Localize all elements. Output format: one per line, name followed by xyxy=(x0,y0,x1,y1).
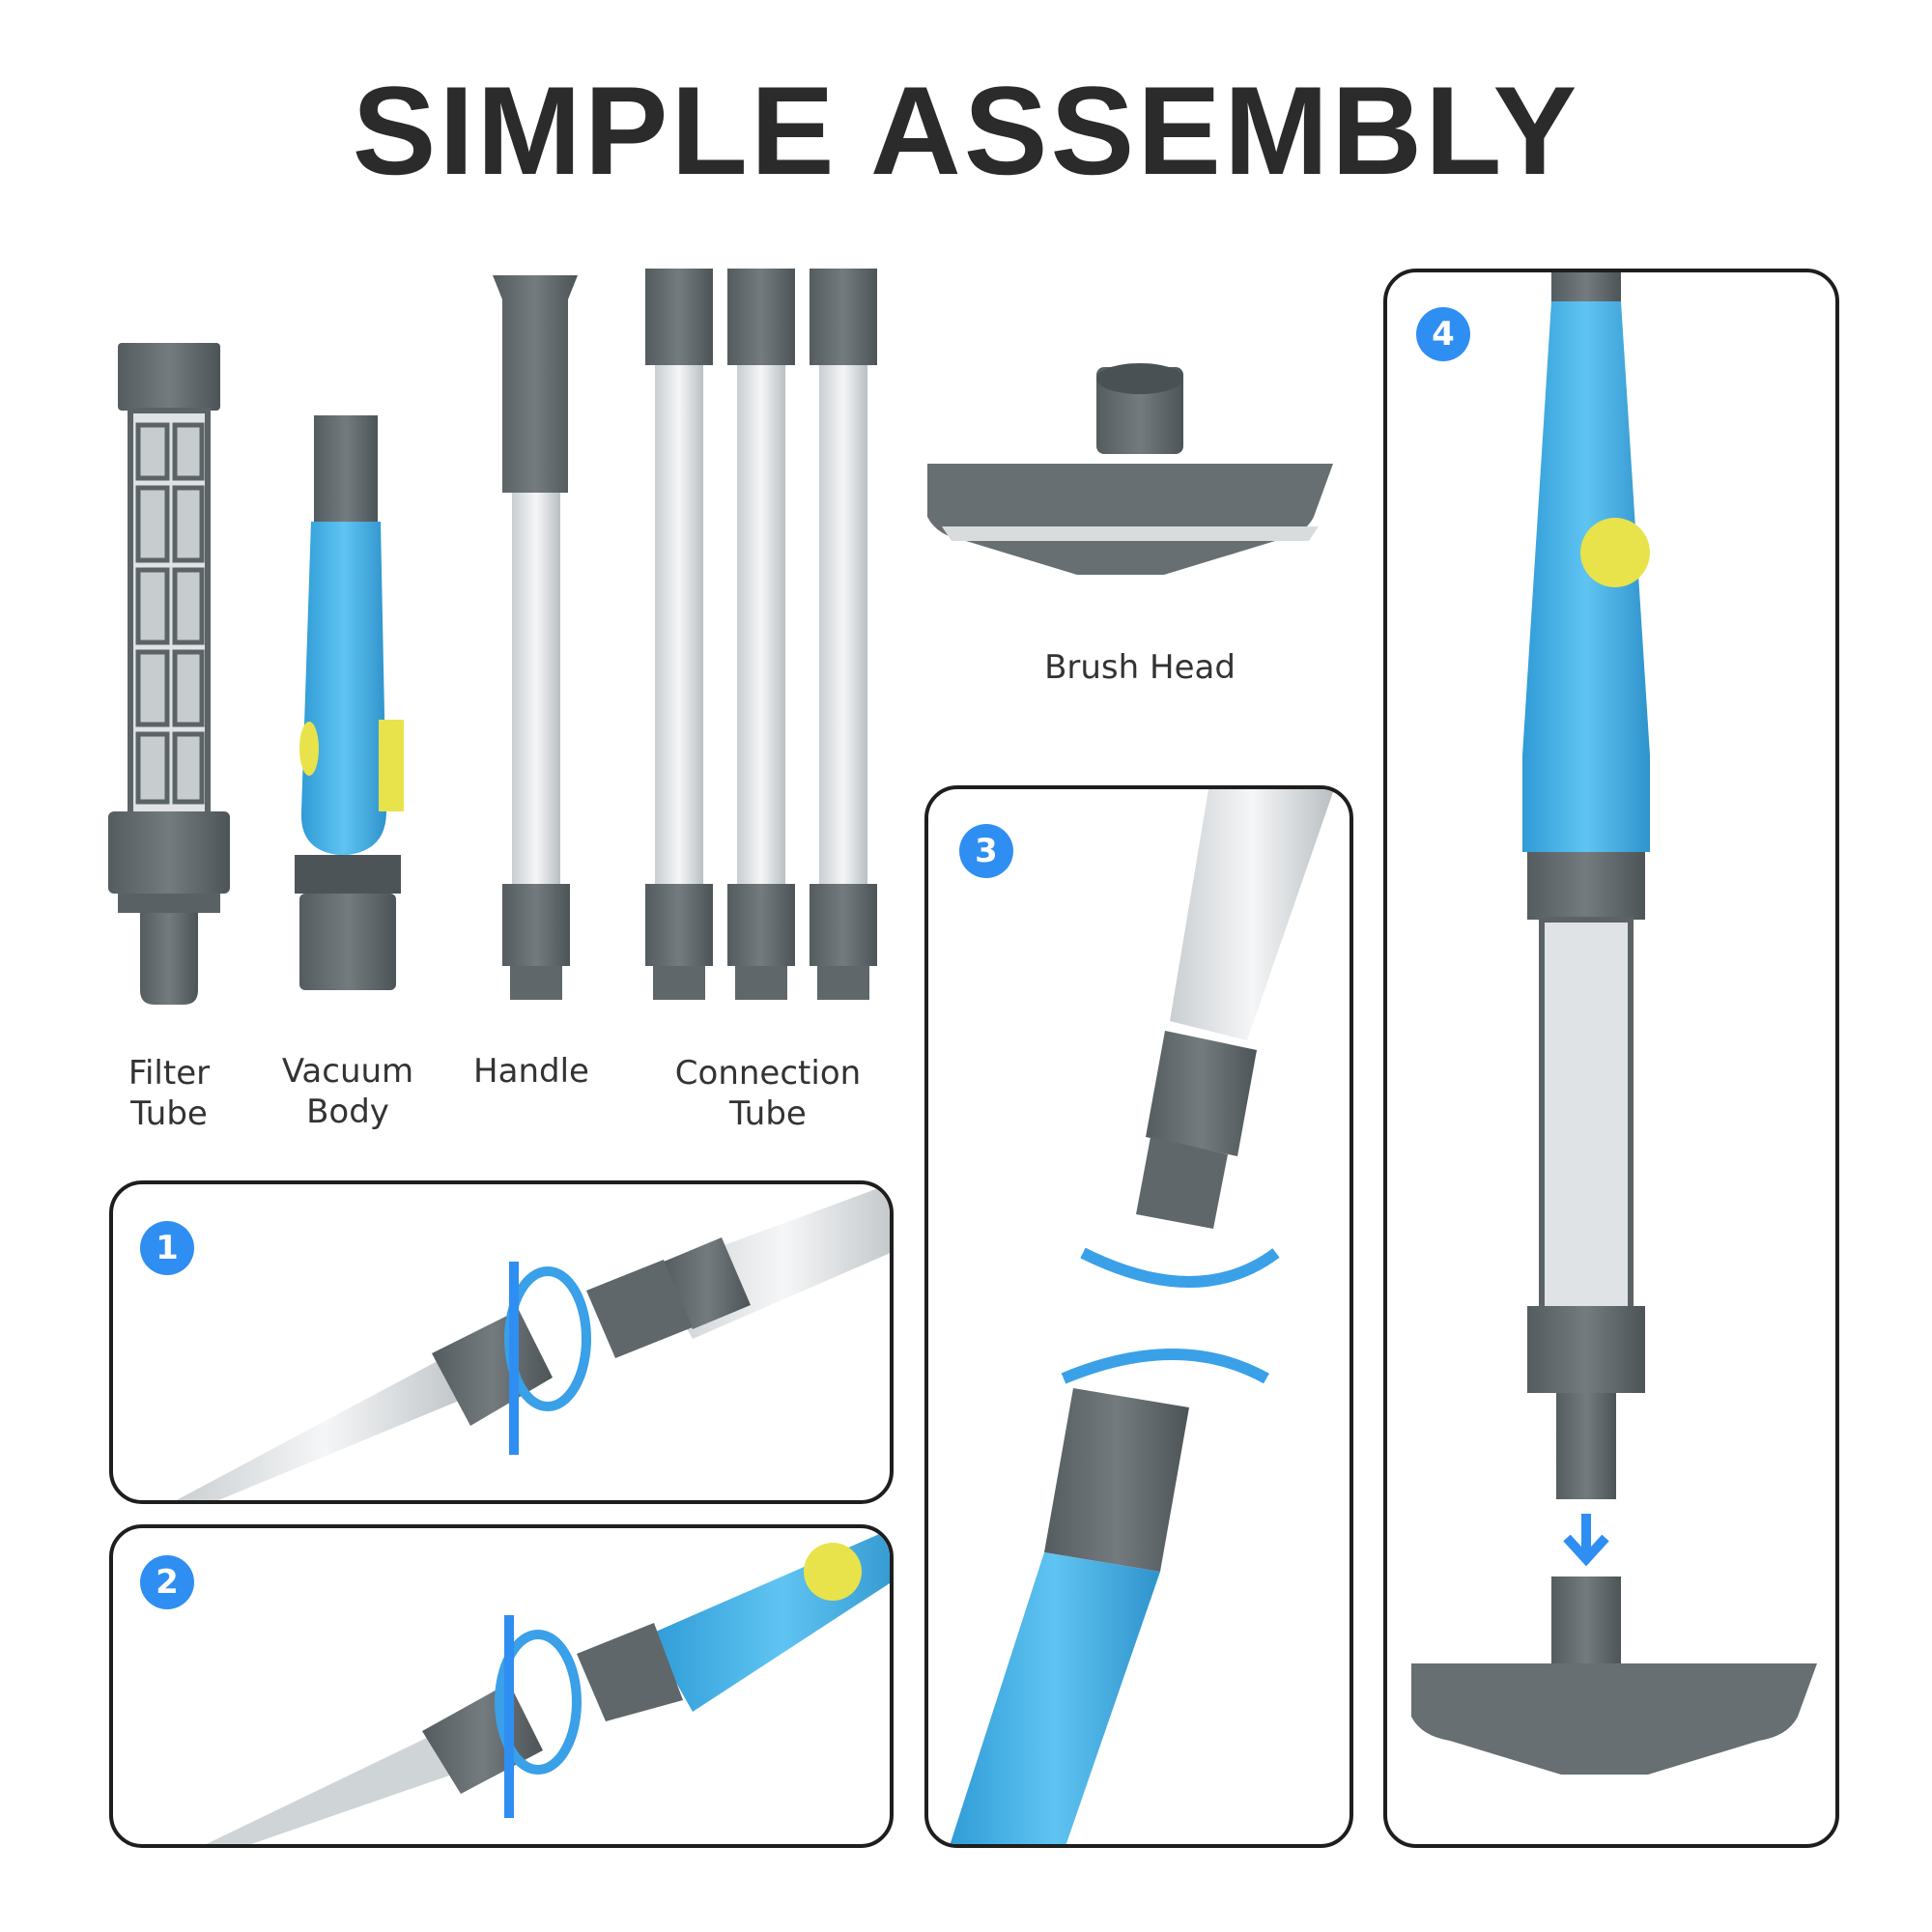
handle-illustration xyxy=(493,275,578,1000)
handle-label: Handle xyxy=(473,1052,589,1091)
step-4-panel: 4 xyxy=(1383,269,1839,1848)
step-3-illustration xyxy=(950,789,1334,1844)
page-title: SIMPLE ASSEMBLY xyxy=(352,60,1580,201)
step-1-illustration xyxy=(176,1184,890,1500)
filter-tube-label: Filter Tube xyxy=(128,1054,211,1133)
step-3-badge: 3 xyxy=(959,824,1013,878)
step-2-panel: 2 xyxy=(109,1524,894,1848)
step-1-badge: 1 xyxy=(140,1221,194,1275)
filter-tube-illustration xyxy=(108,343,230,1005)
connection-tube-label: Connection Tube xyxy=(674,1054,862,1133)
step-4-illustration xyxy=(1411,272,1817,1775)
vacuum-body-label: Vacuum Body xyxy=(281,1052,414,1131)
brush-head-illustration xyxy=(927,363,1333,575)
step-1-panel: 1 xyxy=(109,1180,894,1504)
step-4-badge: 4 xyxy=(1416,307,1470,361)
step-3-panel: 3 xyxy=(924,785,1353,1848)
vacuum-body-illustration xyxy=(295,415,404,990)
step-2-illustration xyxy=(206,1529,890,1844)
brush-head-label: Brush Head xyxy=(1044,648,1236,687)
step-2-badge: 2 xyxy=(140,1555,194,1609)
connection-tubes-illustration xyxy=(645,269,877,1000)
